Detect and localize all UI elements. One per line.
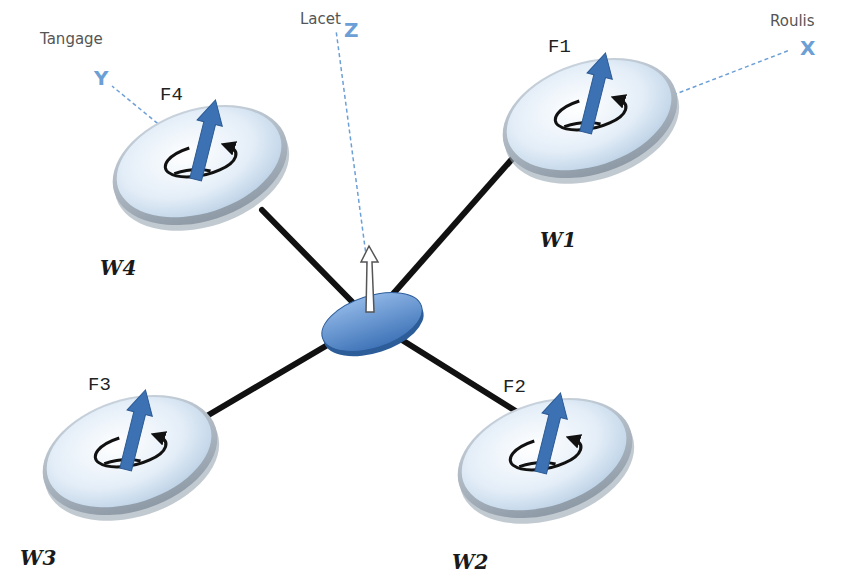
rotor-2: [442, 377, 650, 545]
axis-title: Roulis: [770, 14, 815, 29]
rotor-4: [97, 84, 305, 252]
axis-letter: X: [800, 38, 815, 58]
thrust-arrows: [113, 50, 618, 476]
rotor-speed-label: W2: [452, 552, 488, 572]
force-label: F4: [160, 86, 183, 105]
force-label: F2: [503, 378, 526, 397]
force-label: F1: [548, 38, 571, 57]
rotor-speed-label: W3: [20, 548, 56, 568]
axis-title: Lacet: [300, 12, 341, 27]
rotor-1: [487, 37, 695, 205]
yaw-arrow: [361, 246, 378, 312]
axis-title: Tangage: [40, 32, 103, 47]
force-label: F3: [88, 376, 111, 395]
rotor-speed-label: W1: [540, 230, 576, 250]
rotor-speed-label: W4: [100, 258, 136, 278]
axis-letter: Z: [344, 20, 359, 40]
spin-arrows: [92, 92, 629, 476]
axis-letter: Y: [94, 68, 108, 88]
roll-axis: [660, 50, 790, 100]
rotor-3: [27, 374, 235, 542]
